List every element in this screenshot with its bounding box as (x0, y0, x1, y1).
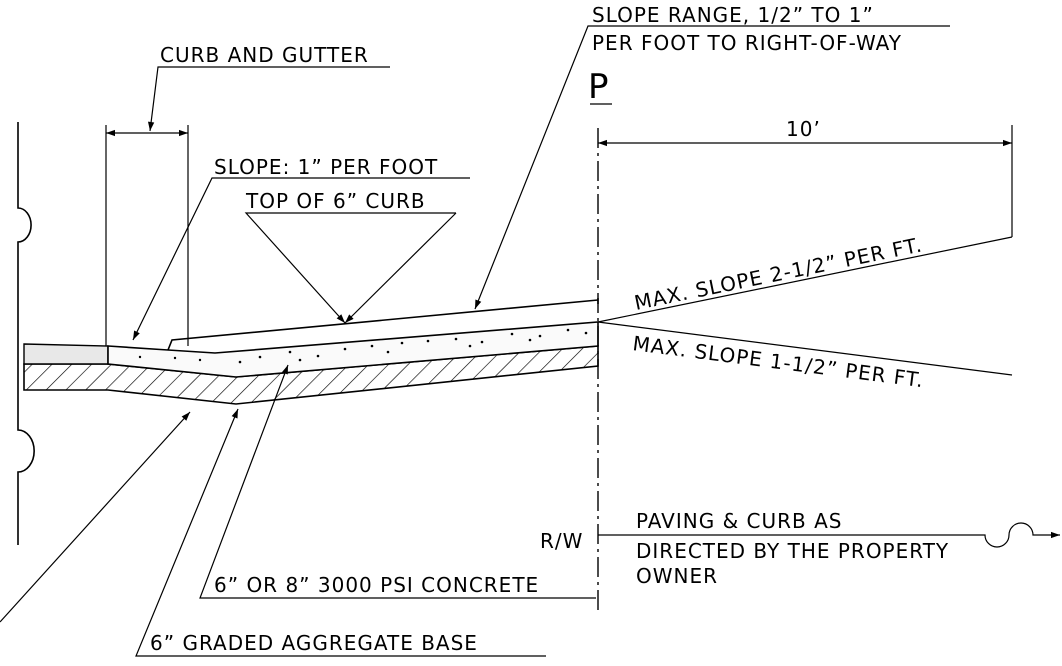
rw-label: R/W (540, 529, 583, 553)
aggregate-leader-2 (0, 411, 191, 623)
max-slope-lower-label: MAX. SLOPE 1-1/2” PER FT. (631, 331, 925, 392)
max-slope-upper-label: MAX. SLOPE 2-1/2” PER FT. (632, 232, 924, 315)
rw-line (598, 522, 1060, 548)
top-of-curb-leader (244, 212, 456, 324)
max-slope-upper-line (597, 236, 1013, 323)
curb-gutter-leader (147, 66, 390, 132)
slope-range-label-2: PER FOOT TO RIGHT-OF-WAY (592, 31, 902, 55)
paving-label-2: DIRECTED BY THE PROPERTY (636, 539, 949, 563)
left-break-line (17, 122, 35, 545)
concrete-leader (199, 364, 596, 599)
top-of-curb-label: TOP OF 6” CURB (245, 189, 426, 213)
centerline-symbol: P (588, 67, 612, 107)
slope-range-leader (474, 25, 950, 310)
slope-per-foot-leader (132, 177, 470, 341)
concrete-stipple (138, 328, 588, 364)
top-of-curb-line (167, 299, 599, 351)
paving-label-1: PAVING & CURB AS (636, 509, 843, 533)
top-of-curb-leader-a (344, 212, 457, 324)
slope-per-foot-label: SLOPE: 1” PER FOOT (214, 155, 438, 179)
roadway-pavement (23, 343, 109, 365)
concrete-label: 6” OR 8” 3000 PSI CONCRETE (214, 573, 539, 597)
max-slope-lower-line (597, 321, 1013, 376)
aggregate-label: 6” GRADED AGGREGATE BASE (150, 631, 478, 655)
svg-text:P: P (588, 67, 609, 107)
slope-range-label-1: SLOPE RANGE, 1/2” TO 1” (592, 3, 874, 27)
dim-10-label: 10’ (786, 117, 821, 141)
aggregate-leader (135, 408, 546, 657)
curb-and-gutter-label: CURB AND GUTTER (160, 43, 369, 67)
paving-label-3: OWNER (636, 564, 718, 588)
